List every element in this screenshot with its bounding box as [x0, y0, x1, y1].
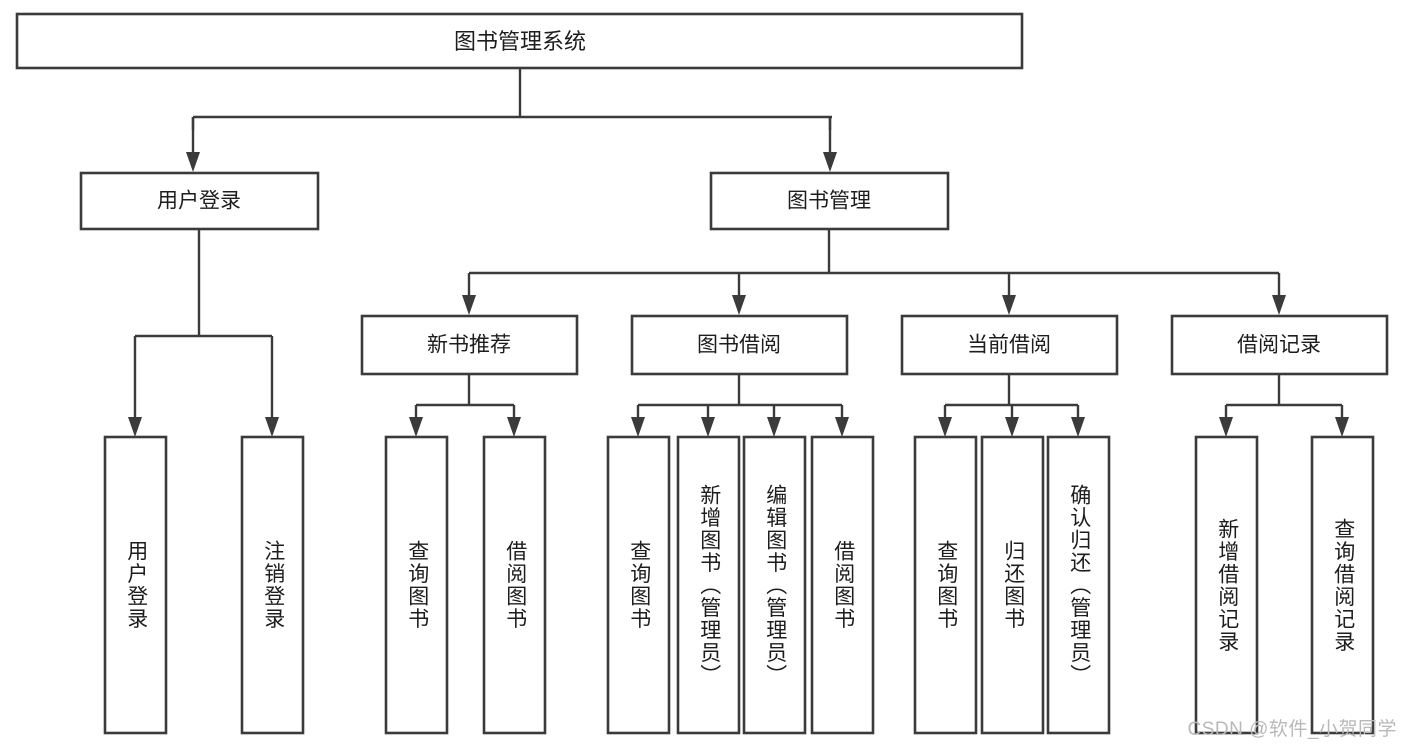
new-book-recommend-box	[360, 314, 579, 376]
node-root[interactable]: 图书管理系统	[15, 12, 1024, 70]
node-borrow-record[interactable]: 借阅记录	[1170, 314, 1389, 376]
watermark-label: CSDN @软件_小贺同学	[1187, 719, 1397, 740]
connector-book-borrow-to-leaves	[631, 374, 849, 437]
leaf-box-nb-borrow[interactable]	[482, 435, 547, 735]
leaf-box-br-query[interactable]	[1310, 435, 1375, 735]
connector-borrow-record-to-leaves	[1219, 374, 1349, 437]
leaf-box-logout[interactable]	[240, 435, 305, 735]
book-borrow-label: 图书借阅	[697, 334, 781, 357]
arrow-head-current-borrow	[1002, 295, 1016, 315]
leaf-box-br-add[interactable]	[1194, 435, 1259, 735]
connector-user-login-to-leaves	[128, 229, 279, 437]
connector-book-manage-to-level3	[462, 229, 1286, 315]
leaf-box-bb-query[interactable]	[606, 435, 671, 735]
leaf-box-nb-query[interactable]	[384, 435, 449, 735]
new-book-recommend-label: 新书推荐	[427, 334, 511, 357]
root-label: 图书管理系统	[454, 29, 586, 54]
leaf-box-cb-query[interactable]	[913, 435, 978, 735]
arrow-head-user-login	[186, 152, 200, 172]
node-user-login[interactable]: 用户登录	[79, 171, 320, 231]
node-book-borrow[interactable]: 图书借阅	[630, 314, 849, 376]
node-current-borrow[interactable]: 当前借阅	[900, 314, 1119, 376]
leaf-box-cb-confirm[interactable]	[1046, 435, 1111, 735]
root-box	[15, 12, 1024, 70]
arrow-head-book-borrow	[732, 295, 746, 315]
borrow-record-label: 借阅记录	[1237, 334, 1321, 357]
arrow-head-book-manage	[823, 152, 837, 172]
connector-new-book-to-leaves	[409, 374, 521, 437]
leaf-box-bb-borrow[interactable]	[810, 435, 875, 735]
current-borrow-label: 当前借阅	[967, 334, 1051, 357]
arrow-head-leaf-logout	[265, 417, 279, 437]
leaf-box-bb-edit[interactable]	[742, 435, 807, 735]
leaf-box-bb-add[interactable]	[676, 435, 741, 735]
leaf-box-user-login[interactable]	[103, 435, 168, 735]
book-manage-label: 图书管理	[787, 190, 871, 213]
current-borrow-box	[900, 314, 1119, 376]
connector-current-borrow-to-leaves	[938, 374, 1085, 437]
arrow-head-borrow-record	[1272, 295, 1286, 315]
arrow-head-leaf-user-login	[128, 417, 142, 437]
node-book-manage[interactable]: 图书管理	[709, 171, 950, 231]
leaf-box-cb-return[interactable]	[980, 435, 1045, 735]
user-login-box	[79, 171, 320, 231]
node-new-book-recommend[interactable]: 新书推荐	[360, 314, 579, 376]
arrow-head-new-book	[462, 295, 476, 315]
user-login-label: 用户登录	[157, 190, 241, 213]
connector-root-to-level2	[186, 68, 1392, 172]
